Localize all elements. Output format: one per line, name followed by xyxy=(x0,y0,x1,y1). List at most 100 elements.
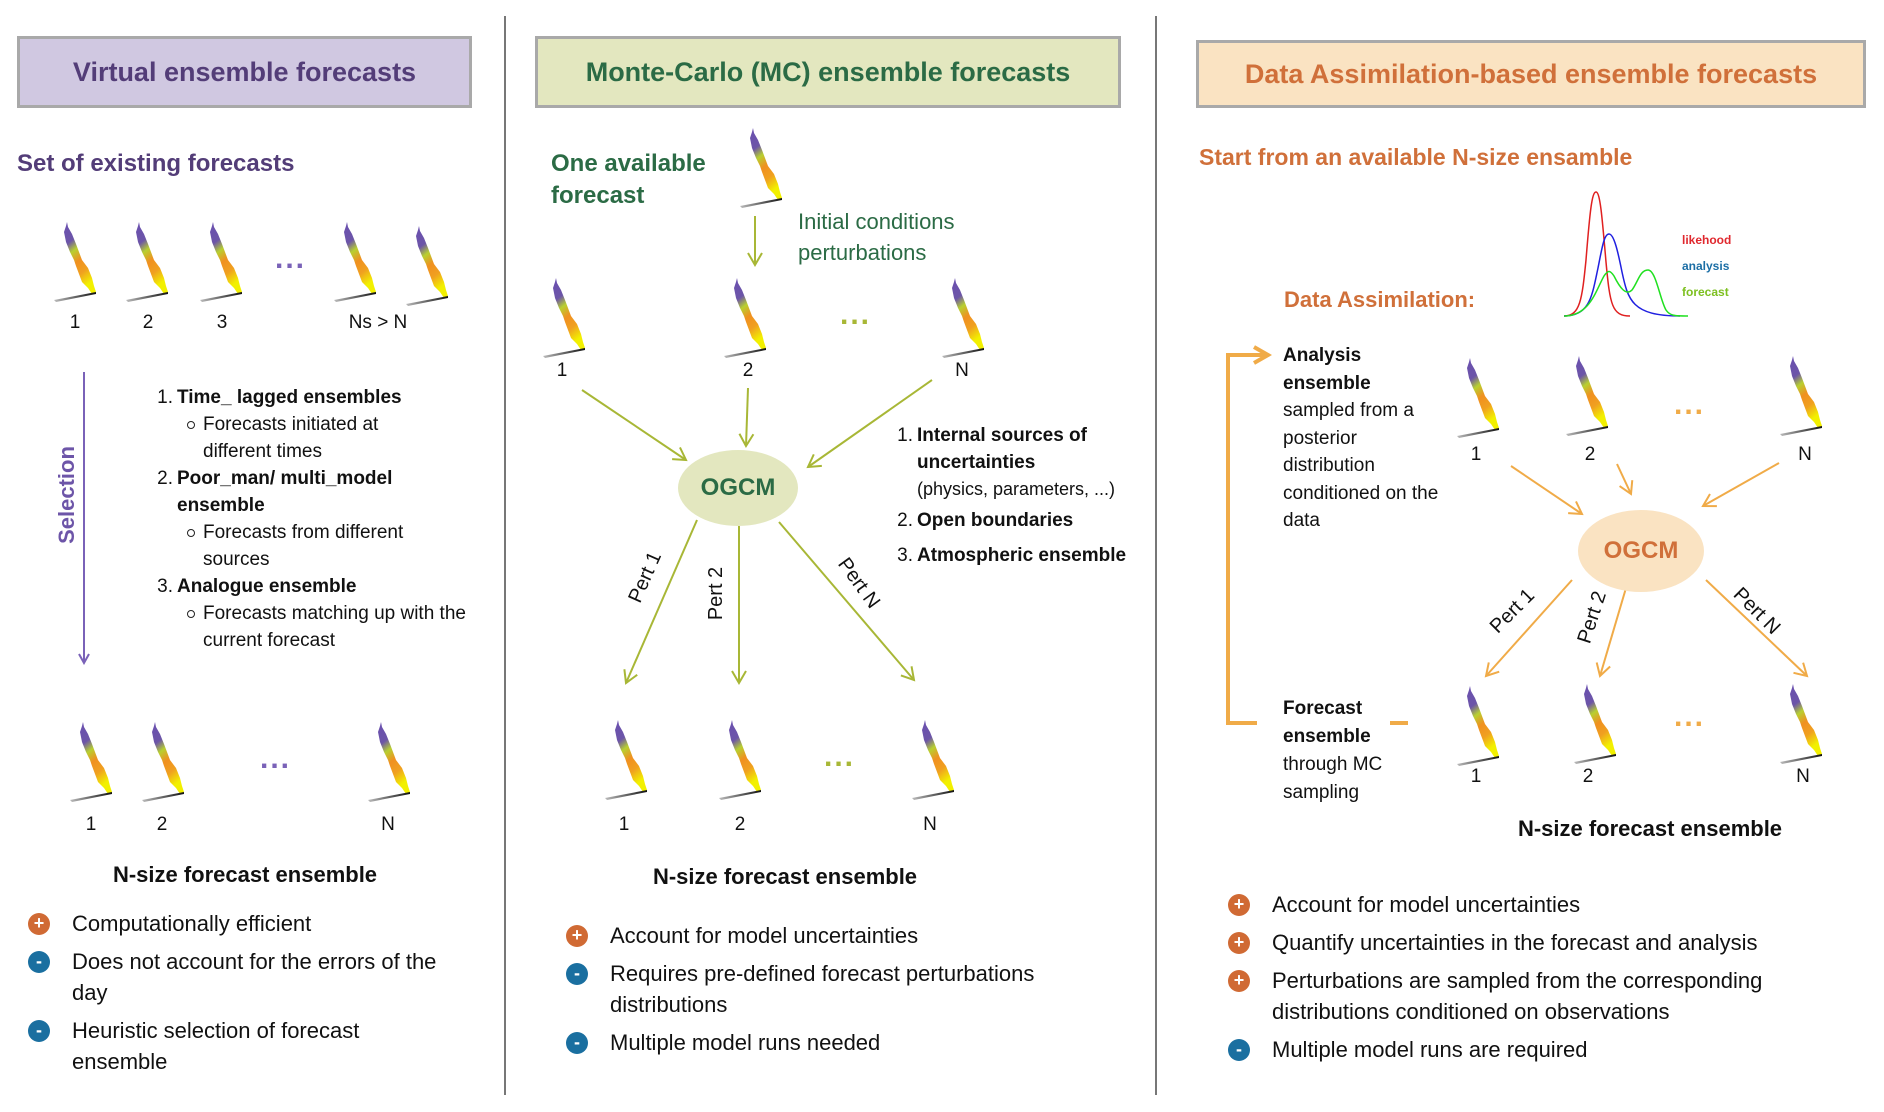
minus-icon: - xyxy=(28,951,50,973)
con-item: -Multiple model runs needed xyxy=(566,1027,1126,1058)
pert-label: Pert 1 xyxy=(624,548,667,607)
minus-icon: - xyxy=(566,963,588,985)
member-label: N xyxy=(381,814,395,835)
plus-icon: + xyxy=(1228,932,1250,954)
da-cycle-bracket xyxy=(1226,355,1268,725)
method-detail: Forecasts from different sources xyxy=(153,519,473,573)
da-distribution-chart xyxy=(1563,191,1689,317)
ellipsis: ... xyxy=(1674,388,1706,421)
forecast-map-icon xyxy=(332,222,378,302)
mc-header: Monte-Carlo (MC) ensemble forecasts xyxy=(535,36,1121,108)
virtual-subtitle: Set of existing forecasts xyxy=(17,150,295,177)
ellipsis: ... xyxy=(275,242,307,275)
member-label: 2 xyxy=(742,360,754,381)
plus-icon: + xyxy=(566,925,588,947)
method-detail: Forecasts matching up with the current f… xyxy=(153,600,473,654)
da-caption: N-size forecast ensemble xyxy=(1517,816,1783,841)
member-label: 2 xyxy=(156,814,168,835)
member-label: 1 xyxy=(1470,444,1482,465)
member-label: Ns > N xyxy=(348,312,408,333)
minus-icon: - xyxy=(1228,1039,1250,1061)
virtual-caption: N-size forecast ensemble xyxy=(112,862,378,887)
source-detail: (physics, parameters, ...) xyxy=(917,479,1116,499)
method-item: 2.Poor_man/ multi_model ensemble xyxy=(157,468,393,516)
member-label: 2 xyxy=(734,814,746,835)
method-detail: Forecasts initiated at different times xyxy=(153,411,473,465)
forecast-curve xyxy=(1563,269,1689,317)
forecast-map-icon xyxy=(1455,358,1501,438)
forecast-map-icon xyxy=(404,226,450,306)
analysis-curve xyxy=(1563,233,1681,317)
arrow-da-memberN-to-model xyxy=(1701,462,1780,508)
virtual-pros-cons: +Computationally efficient -Does not acc… xyxy=(28,908,458,1084)
member-label: N xyxy=(1798,444,1812,465)
ogcm-model-node: OGCM xyxy=(678,450,798,526)
member-label: 1 xyxy=(556,360,568,381)
plus-icon: + xyxy=(1228,894,1250,916)
forecast-map-icon xyxy=(910,720,956,800)
perturbation-label: Initial conditions perturbations xyxy=(798,209,955,265)
forecast-map-icon xyxy=(198,222,244,302)
mc-sources-list: 1.Internal sources of uncertainties (phy… xyxy=(893,422,1153,569)
pro-item: +Computationally efficient xyxy=(28,908,458,939)
analysis-ensemble-text: Analysis ensemble sampled from a posteri… xyxy=(1283,345,1439,531)
ogcm-model-node: OGCM xyxy=(1578,510,1704,592)
plus-icon: + xyxy=(28,913,50,935)
pert-label: Pert 2 xyxy=(1573,588,1611,647)
forecast-map-icon xyxy=(124,222,170,302)
da-chart-legend: likehood analysis forecast xyxy=(1682,227,1731,305)
member-label: N xyxy=(1796,766,1810,787)
forecast-map-icon xyxy=(738,128,784,208)
member-label: N xyxy=(923,814,937,835)
da-title: Data Assimilation-based ensemble forecas… xyxy=(1244,58,1818,89)
da-header: Data Assimilation-based ensemble forecas… xyxy=(1196,40,1866,108)
legend-forecast: forecast xyxy=(1682,285,1729,299)
arrow-da-member1-to-model xyxy=(1510,465,1584,516)
member-label: 3 xyxy=(216,312,228,333)
likehood-curve xyxy=(1563,191,1631,317)
forecast-map-icon xyxy=(140,722,186,802)
source-item: 1.Internal sources of uncertainties xyxy=(897,425,1087,473)
forecast-map-icon xyxy=(1778,356,1824,436)
forecast-map-icon xyxy=(366,722,412,802)
column-divider-2 xyxy=(1155,16,1157,1095)
source-item: 2.Open boundaries xyxy=(897,510,1074,531)
plus-icon: + xyxy=(1228,970,1250,992)
forecast-map-icon xyxy=(68,722,114,802)
member-label: 1 xyxy=(618,814,630,835)
member-label: 2 xyxy=(142,312,154,333)
mc-caption: N-size forecast ensemble xyxy=(652,864,918,889)
mc-title: Monte-Carlo (MC) ensemble forecasts xyxy=(585,56,1071,87)
virtual-methods-list: 1.Time_ lagged ensembles Forecasts initi… xyxy=(153,384,473,654)
member-label: 2 xyxy=(1584,444,1596,465)
method-item: 3.Analogue ensemble xyxy=(157,576,357,597)
da-label: Data Assimilation: xyxy=(1284,287,1476,312)
con-item: -Does not account for the errors of the … xyxy=(28,946,458,1008)
forecast-map-icon xyxy=(1778,684,1824,764)
ellipsis: ... xyxy=(824,740,856,773)
column-divider-1 xyxy=(504,16,506,1095)
minus-icon: - xyxy=(566,1032,588,1054)
legend-analysis: analysis xyxy=(1682,259,1730,273)
pro-item: +Account for model uncertainties xyxy=(1228,889,1868,920)
con-item: -Requires pre-defined forecast perturbat… xyxy=(566,958,1126,1020)
forecast-ensemble-text: Forecast ensemble through MC sampling xyxy=(1283,698,1383,803)
mc-subtitle: One available forecast xyxy=(551,150,706,209)
da-subtitle: Start from an available N-size ensamble xyxy=(1199,144,1633,170)
minus-icon: - xyxy=(28,1020,50,1042)
virtual-title: Virtual ensemble forecasts xyxy=(72,56,417,87)
source-item: 3.Atmospheric ensemble xyxy=(897,545,1127,566)
ellipsis: ... xyxy=(260,742,292,775)
forecast-map-icon xyxy=(1455,686,1501,766)
con-item: -Heuristic selection of forecast ensembl… xyxy=(28,1015,458,1077)
mc-pros-cons: +Account for model uncertainties -Requir… xyxy=(566,920,1126,1065)
pro-item: +Account for model uncertainties xyxy=(566,920,1126,951)
member-label: 1 xyxy=(1470,766,1482,787)
forecast-map-icon xyxy=(1572,684,1618,764)
ellipsis: ... xyxy=(1674,700,1706,733)
forecast-map-icon xyxy=(940,278,986,358)
forecast-map-icon xyxy=(52,222,98,302)
forecast-map-icon xyxy=(722,278,768,358)
pert-label: Pert N xyxy=(1728,583,1785,639)
forecast-map-icon xyxy=(717,720,763,800)
